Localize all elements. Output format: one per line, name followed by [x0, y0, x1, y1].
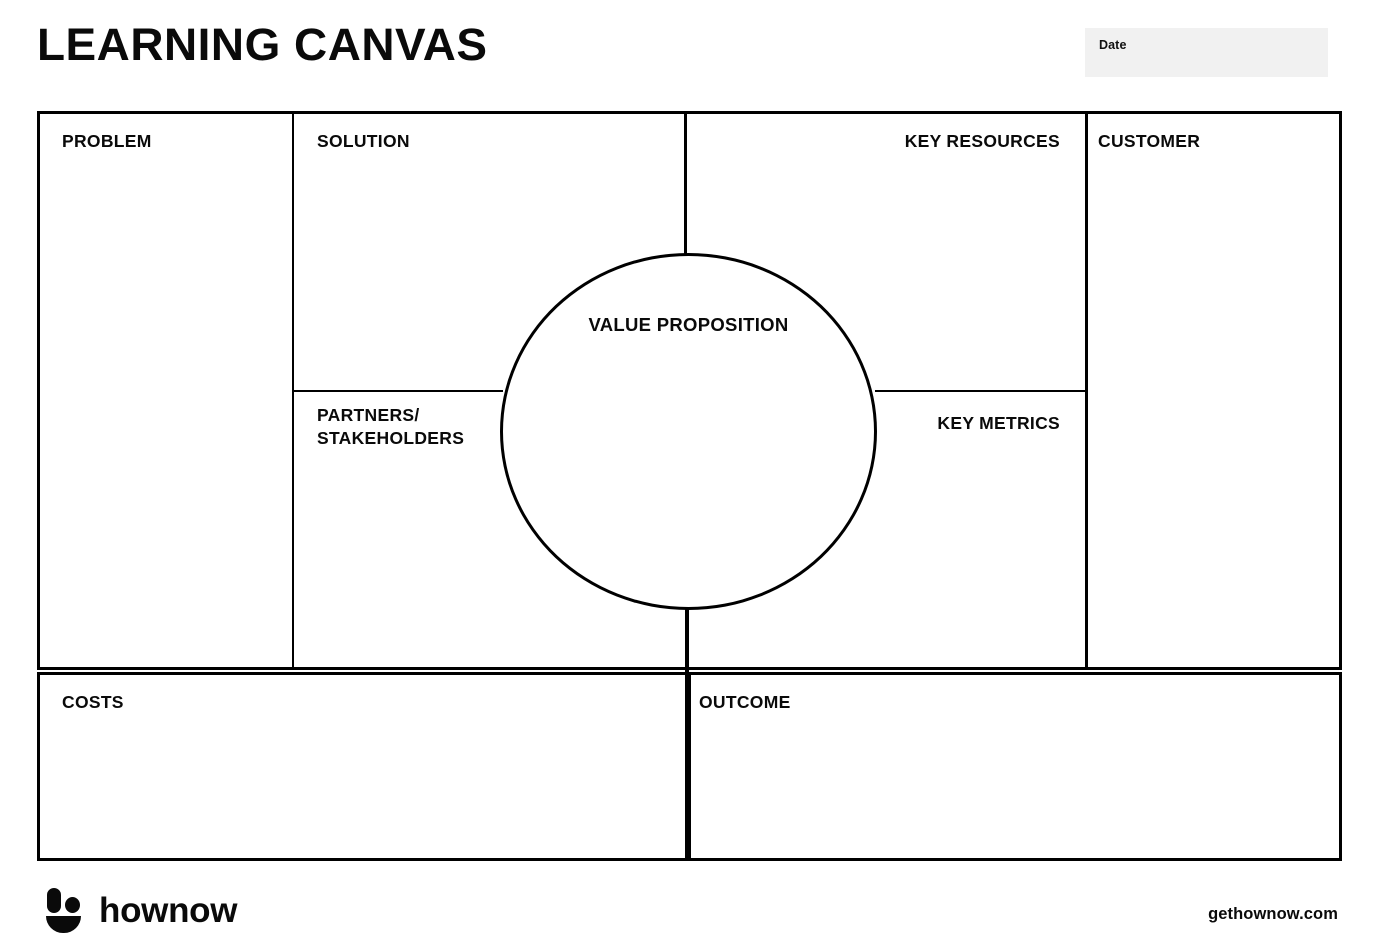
brand-logo: hownow [45, 888, 238, 933]
bottom-row: COSTS OUTCOME [37, 672, 1342, 861]
page-title: LEARNING CANVAS [37, 19, 488, 70]
value-proposition-label: VALUE PROPOSITION [588, 314, 789, 335]
footer-url: gethownow.com [1208, 905, 1338, 923]
section-customer[interactable]: CUSTOMER [1098, 131, 1201, 151]
logo-bowl-shape [46, 916, 81, 933]
divider-resources-customer [1085, 114, 1088, 667]
section-problem[interactable]: PROBLEM [62, 131, 152, 151]
brand-wordmark: hownow [99, 890, 238, 930]
section-partners[interactable]: PARTNERS/ STAKEHOLDERS [317, 405, 465, 449]
canvas-grid: PROBLEM SOLUTION KEY RESOURCES CUSTOMER … [37, 111, 1342, 670]
section-solution[interactable]: SOLUTION [317, 131, 410, 151]
date-label: Date [1099, 38, 1127, 52]
section-key-resources[interactable]: KEY RESOURCES [904, 131, 1060, 151]
connector-line-top [684, 114, 687, 259]
date-field[interactable]: Date [1085, 28, 1328, 77]
section-key-metrics[interactable]: KEY METRICS [937, 413, 1060, 433]
section-costs[interactable]: COSTS [62, 692, 124, 712]
section-outcome[interactable]: OUTCOME [699, 692, 791, 712]
section-value-proposition[interactable]: VALUE PROPOSITION [500, 253, 877, 610]
logo-pill-shape [47, 888, 61, 913]
divider-partners-top [292, 390, 503, 392]
logo-dot-shape [65, 897, 80, 913]
hownow-mark-icon [45, 888, 84, 933]
connector-line-bottom [685, 607, 689, 861]
divider-metrics-top [875, 390, 1085, 392]
divider-costs-outcome [688, 675, 691, 858]
